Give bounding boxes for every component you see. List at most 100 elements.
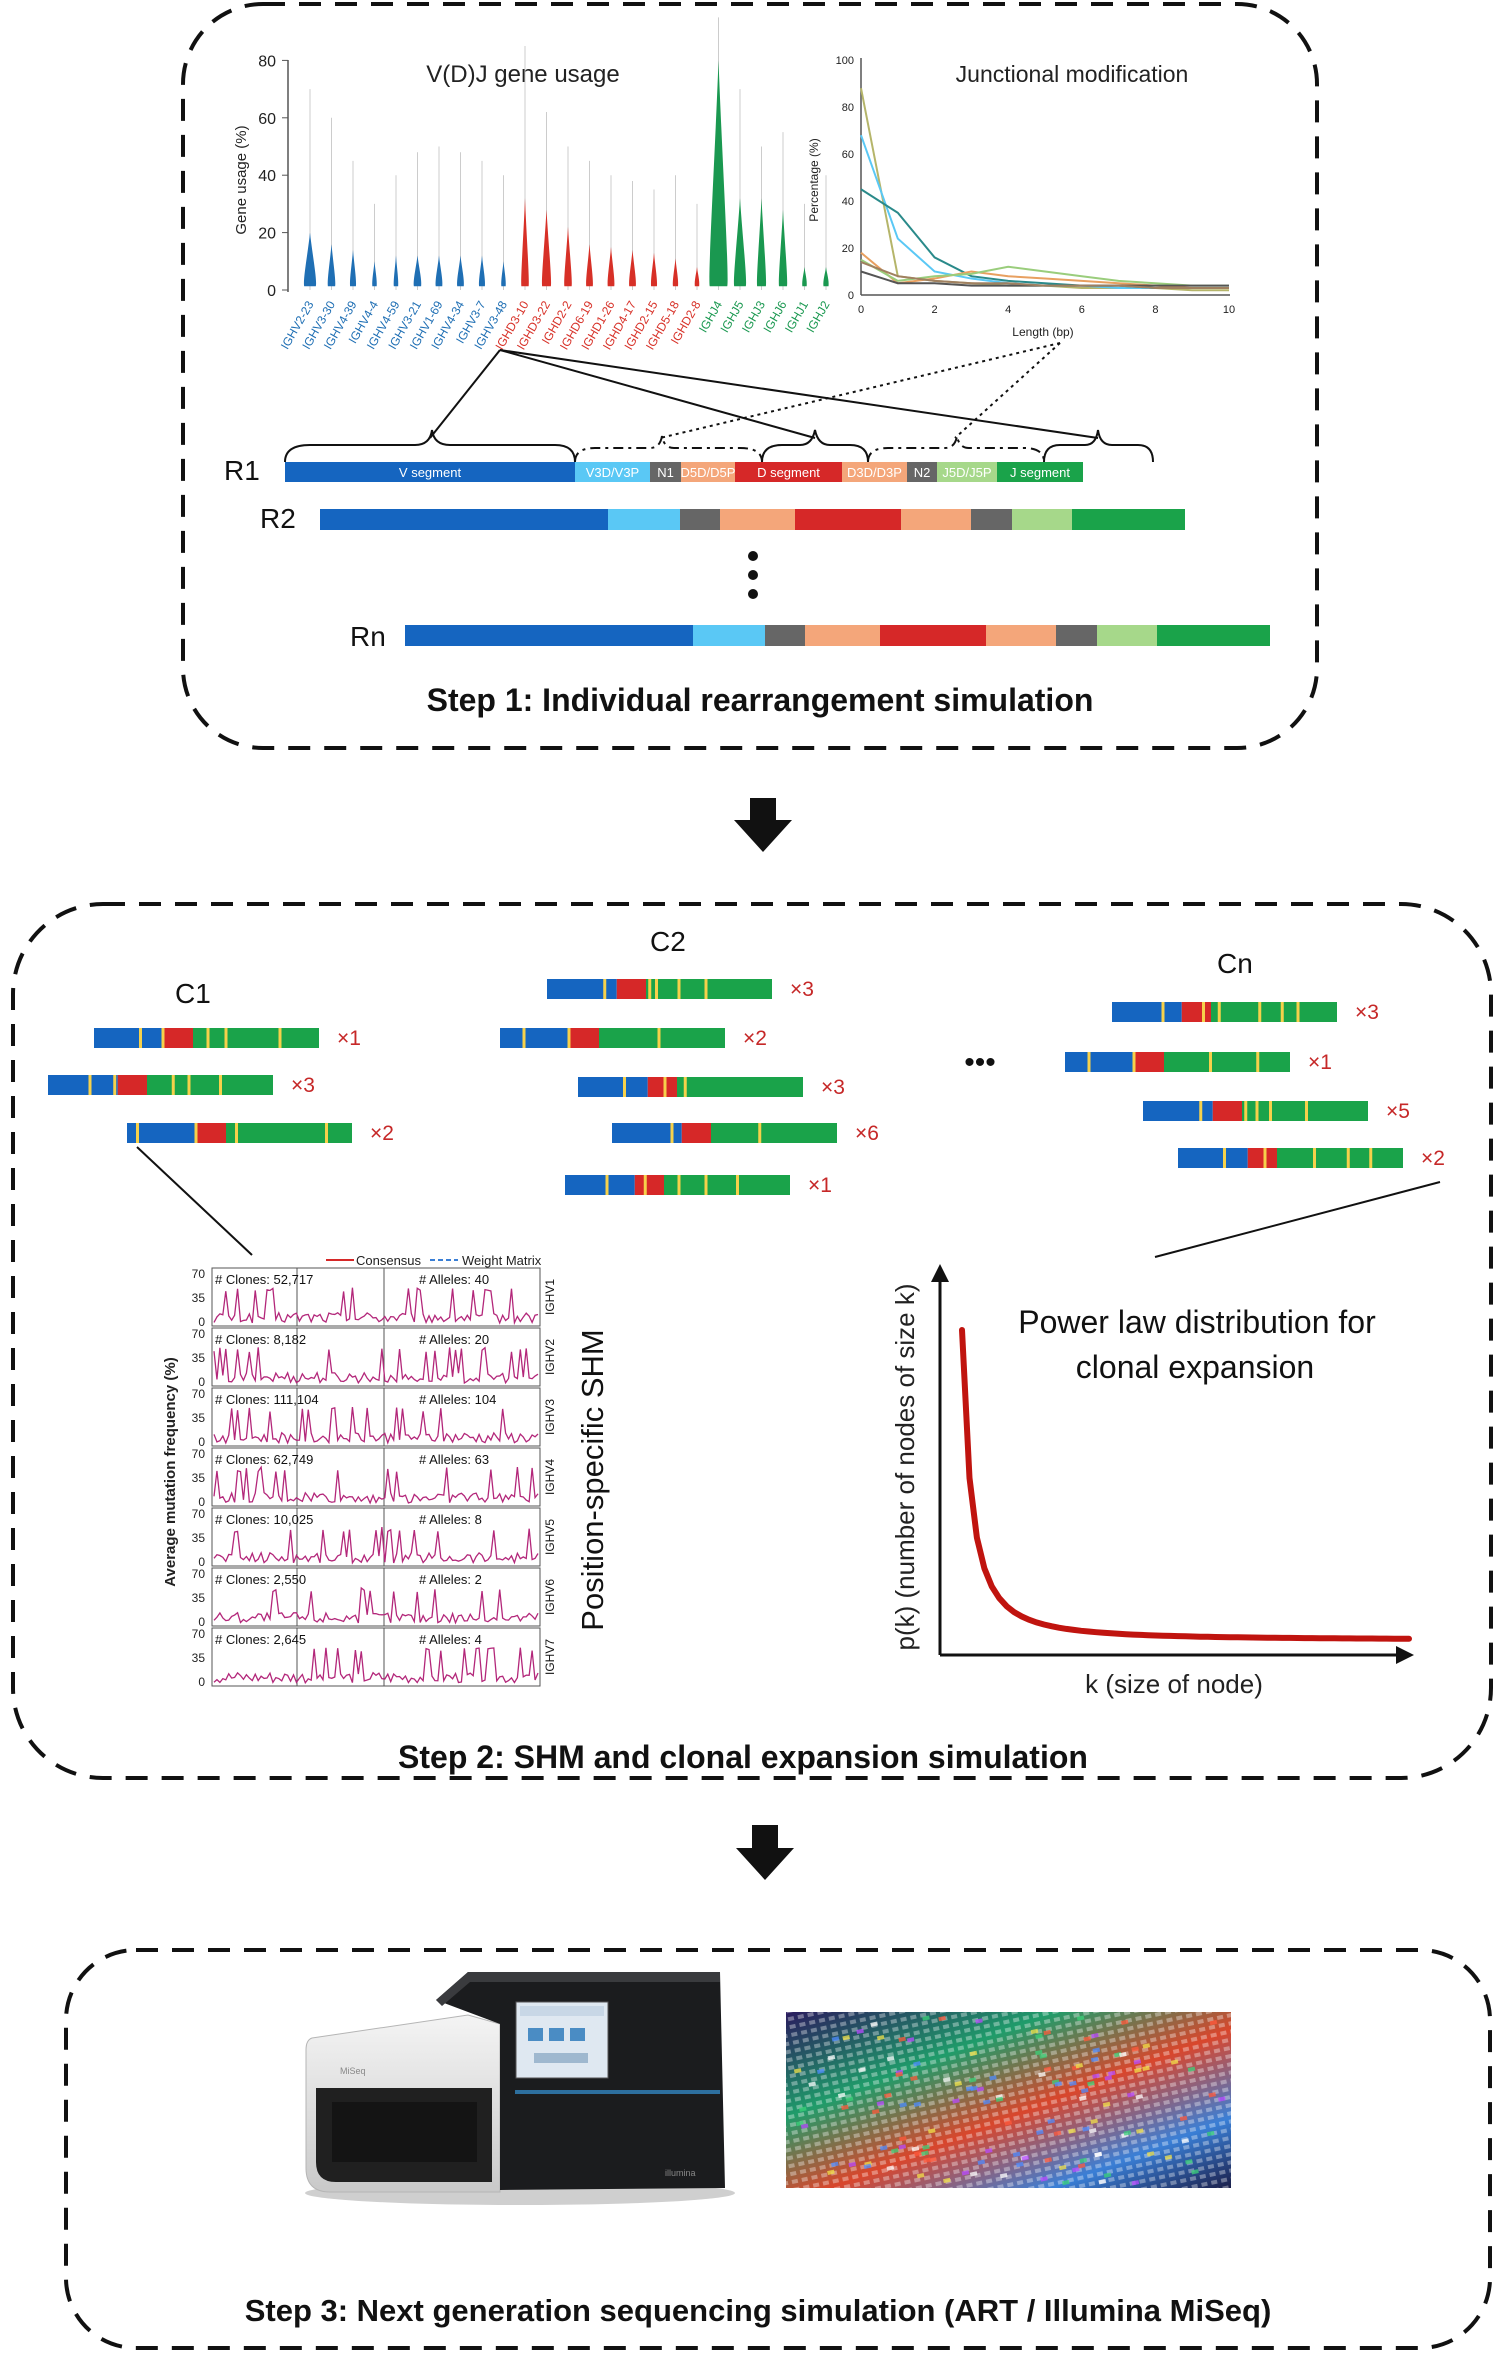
clone-j-block — [1211, 1002, 1337, 1022]
shm-alleles-label: # Alleles: 8 — [419, 1512, 482, 1527]
flowcell-cluster — [952, 2098, 960, 2104]
flowcell-cluster — [1133, 2059, 1142, 2065]
clone-d-block — [681, 1123, 711, 1143]
shm-family-label: IGHV1 — [543, 1279, 557, 1315]
clone-v-block — [578, 1077, 648, 1097]
step1-frame — [181, 2, 1319, 750]
flowcell-cluster — [942, 2077, 951, 2083]
flowcell-cluster — [1076, 2015, 1085, 2021]
junction-chart: Junctional modification Percentage (%) L… — [807, 55, 1235, 339]
down-arrow-2 — [736, 1825, 794, 1880]
segment-label: J segment — [1010, 465, 1070, 480]
flowcell-cluster — [913, 2101, 922, 2107]
shm-alleles-label: # Alleles: 4 — [419, 1632, 482, 1647]
shm-alleles-label: # Alleles: 20 — [419, 1332, 489, 1347]
flowcell-cluster — [1068, 2128, 1076, 2134]
clone-j-block — [664, 1175, 790, 1195]
flowcell-cluster — [1040, 2176, 1048, 2182]
pl-y-label: p(k) (number of nodes of size k) — [890, 1283, 920, 1650]
shm-ytick: 35 — [192, 1291, 206, 1305]
violin — [372, 261, 377, 287]
segment-block — [765, 625, 805, 646]
usage-gene-labels: IGHV2-23IGHV3-30IGHV4-39IGHV4-4IGHV4-59I… — [278, 298, 833, 352]
clone-v-block — [612, 1123, 682, 1143]
segment-block — [680, 509, 720, 530]
flowcell-cluster — [1094, 2151, 1103, 2158]
clone-d-block — [616, 979, 646, 999]
flowcell-cluster — [1090, 2056, 1099, 2063]
flowcell-cluster — [922, 2144, 930, 2150]
flowcell-cluster — [954, 2081, 963, 2087]
junction-ytick: 100 — [836, 55, 854, 67]
shm-ytick: 0 — [198, 1375, 205, 1389]
clone-c2-label: C2 — [650, 926, 686, 957]
junction-x-label: Length (bp) — [1012, 325, 1073, 339]
junction-y-label: Percentage (%) — [807, 138, 821, 221]
step3-title: Step 3: Next generation sequencing simul… — [245, 2293, 1272, 2328]
junction-xtick: 0 — [858, 304, 864, 316]
flowcell-cluster — [886, 2055, 895, 2062]
clone-v-block — [500, 1028, 570, 1048]
shm-clones-label: # Clones: 52,717 — [215, 1272, 313, 1287]
flowcell-cluster — [1015, 2161, 1024, 2168]
mutation-mark — [139, 1028, 142, 1048]
shm-line — [213, 1465, 539, 1505]
flowcell-cluster — [798, 2106, 807, 2112]
flowcell-image — [786, 2012, 1231, 2188]
clone-v-block — [547, 979, 617, 999]
flowcell-cluster — [842, 2035, 851, 2041]
flowcell-cluster — [1146, 2151, 1155, 2157]
clone-count: ×2 — [1421, 1147, 1445, 1170]
shm-line — [213, 1346, 539, 1385]
segment-block — [681, 462, 735, 482]
junction-ytick: 20 — [842, 243, 854, 255]
flowcell-cluster — [922, 2015, 930, 2021]
flowcell-cluster — [863, 2163, 872, 2169]
violin — [709, 60, 728, 287]
mutation-mark — [325, 1123, 328, 1143]
violin — [541, 209, 552, 287]
shm-row-frame — [211, 1567, 541, 1627]
shm-alleles-label: # Alleles: 2 — [419, 1572, 482, 1587]
violin — [501, 261, 506, 287]
segment-block — [693, 625, 765, 646]
clone-cn-label: Cn — [1217, 948, 1253, 979]
shm-ytick: 35 — [192, 1351, 206, 1365]
clone-sequences: ×1×3×2×3×2×3×6×1×3×1×5×2 — [48, 978, 1445, 1197]
junction-series-line — [860, 261, 1229, 289]
flowcell-cluster — [1127, 2092, 1135, 2098]
mutation-mark — [1269, 1101, 1272, 1121]
flowcell-cluster — [800, 2123, 809, 2129]
flowcell-cluster — [916, 2172, 925, 2179]
flowcell-cluster — [1043, 2029, 1052, 2036]
clone-count: ×5 — [1386, 1100, 1410, 1123]
shm-clones-label: # Clones: 8,182 — [215, 1332, 306, 1347]
mutation-mark — [655, 979, 658, 999]
flowcell-cluster — [1090, 2118, 1099, 2125]
shm-ytick: 0 — [198, 1615, 205, 1629]
flowcell-cluster — [1134, 2067, 1142, 2074]
violin — [478, 255, 486, 287]
violin — [694, 267, 700, 287]
flowcell-cluster — [989, 2075, 997, 2081]
segment-block — [720, 509, 795, 530]
clone-j-block — [599, 1028, 725, 1048]
mutation-mark — [1199, 1101, 1203, 1121]
segment-block — [971, 509, 1012, 530]
segment-block — [735, 462, 842, 482]
segment-label: D5D/D5P — [681, 465, 736, 480]
shm-ytick: 70 — [192, 1267, 206, 1281]
flowcell-cluster — [837, 2092, 846, 2098]
clone-c1-label: C1 — [175, 978, 211, 1009]
mutation-mark — [187, 1075, 191, 1095]
mutation-mark — [1161, 1002, 1165, 1022]
flowcell-cluster — [830, 2161, 839, 2167]
flowcell-cluster — [1039, 2053, 1048, 2059]
mutation-mark — [677, 1175, 681, 1195]
segment-block — [1056, 625, 1097, 646]
pl-title-line2: clonal expansion — [1076, 1349, 1314, 1385]
segment-label: V segment — [399, 465, 462, 480]
shm-legend-consensus: Consensus — [356, 1253, 422, 1268]
